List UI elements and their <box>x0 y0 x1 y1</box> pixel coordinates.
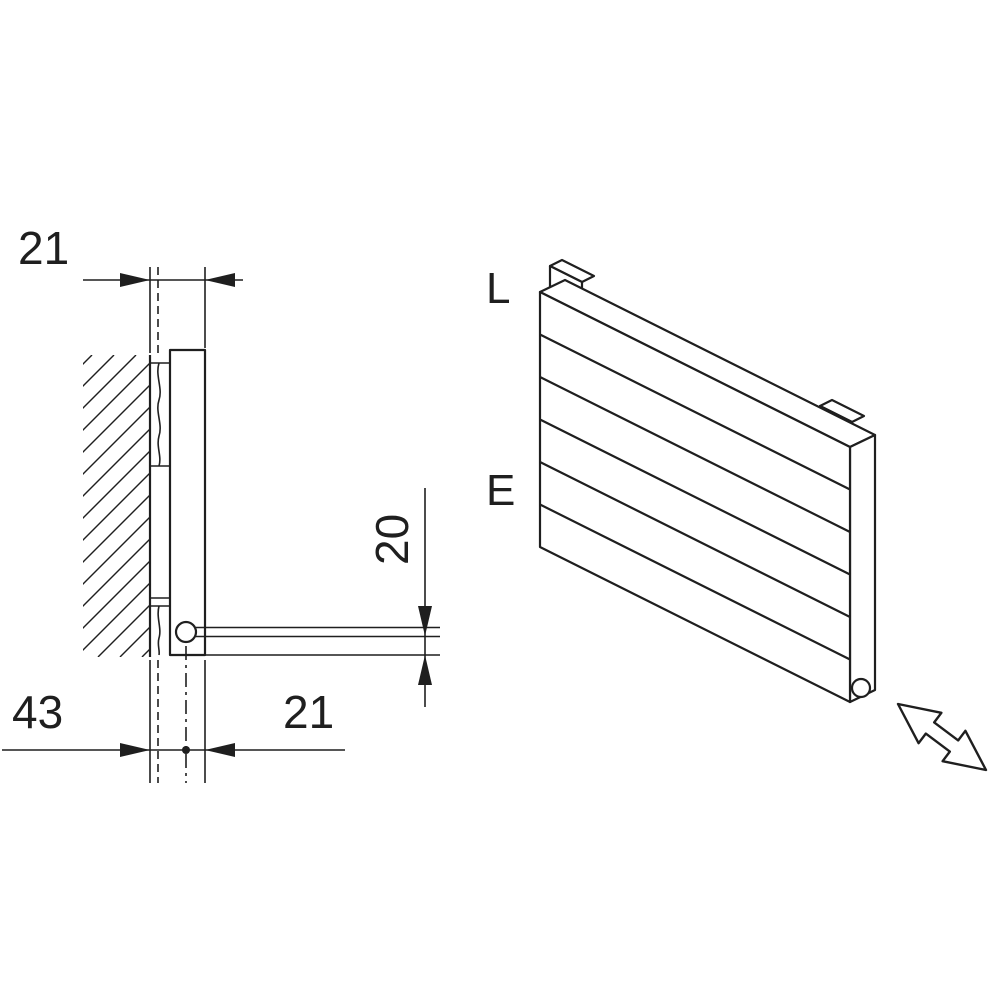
dim-43-label: 43 <box>12 686 63 738</box>
mounting-bracket-lower <box>150 597 170 656</box>
wall-hatching <box>83 355 150 657</box>
double-direction-arrow-icon <box>896 702 988 772</box>
side-view: 21 20 43 21 <box>2 222 440 783</box>
radiator-side-profile <box>168 348 207 657</box>
dim-top-label: 21 <box>18 222 69 274</box>
arrowhead-left-icon <box>205 743 235 757</box>
dimension-pipe-20: 20 <box>366 488 432 707</box>
dimension-dot <box>182 746 190 754</box>
mounting-bracket-upper <box>150 362 170 467</box>
arrowhead-right-icon <box>120 743 150 757</box>
radiator-isometric-body <box>538 278 877 704</box>
arrowhead-right-icon <box>120 273 150 287</box>
dimension-top-21: 21 <box>18 222 243 358</box>
label-E: E <box>486 466 515 515</box>
dimension-bottom: 43 21 <box>2 646 345 783</box>
panel-lines <box>539 333 851 661</box>
arrowhead-up-icon <box>418 655 432 685</box>
isometric-view: L E <box>486 258 988 772</box>
dim-21-bottom-label: 21 <box>283 686 334 738</box>
arrowhead-left-icon <box>205 273 235 287</box>
radiator-end-face <box>848 433 877 704</box>
dim-20-label: 20 <box>366 514 418 565</box>
pipe-connection-circle <box>174 620 198 644</box>
arrowhead-down-icon <box>418 606 432 636</box>
label-L: L <box>486 264 510 313</box>
iso-pipe-connection-circle <box>850 677 872 699</box>
pipe-lines <box>196 626 440 638</box>
